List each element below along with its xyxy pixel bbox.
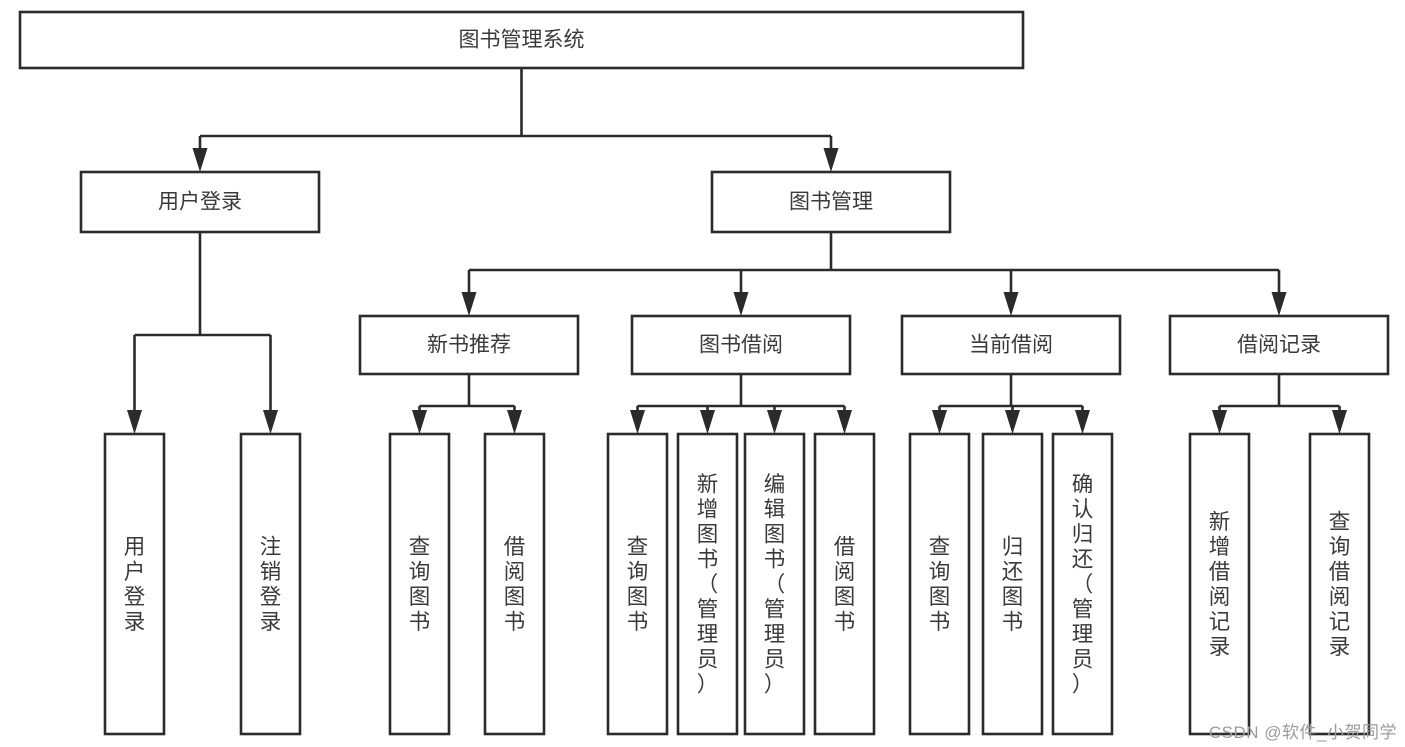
node-borrow-record[interactable]: 借阅记录 (1168, 314, 1390, 376)
connector-arrowhead (263, 410, 278, 434)
connector-arrowhead (1332, 410, 1347, 434)
node-label: 当前借阅 (969, 334, 1053, 357)
connector-arrowhead (700, 410, 715, 434)
connector-arrowhead (507, 410, 522, 434)
node-box (239, 432, 302, 736)
node-label: 图书借阅 (699, 334, 783, 357)
node-leaf-return-book[interactable]: 归还图书 (981, 432, 1044, 736)
connector-arrowhead (837, 410, 852, 434)
node-label: 查询图书 (929, 535, 951, 634)
node-label: 新书推荐 (427, 334, 511, 357)
connector-arrowhead (192, 148, 208, 172)
connector-arrowhead (127, 410, 142, 434)
node-current-borrow[interactable]: 当前借阅 (900, 314, 1122, 376)
node-box (79, 170, 321, 234)
connector-arrowhead (1005, 410, 1020, 434)
node-box (630, 314, 852, 376)
node-book-mgmt[interactable]: 图书管理 (710, 170, 952, 234)
node-leaf-add-book[interactable]: 新增图书（管理员） (676, 432, 739, 736)
node-label: 新增借阅记录 (1209, 510, 1231, 659)
connector-arrowhead (823, 148, 839, 172)
node-root[interactable]: 图书管理系统 (18, 10, 1025, 70)
node-box (18, 10, 1025, 70)
connector-arrowhead (1075, 410, 1090, 434)
node-label: 新增图书（管理员） (697, 473, 719, 697)
connector-layer (127, 68, 1347, 434)
connector-arrowhead (412, 410, 427, 434)
node-label: 借阅记录 (1237, 334, 1321, 357)
node-label: 归还图书 (1002, 535, 1024, 634)
node-leaf-edit-book[interactable]: 编辑图书（管理员） (743, 432, 806, 736)
node-user-login[interactable]: 用户登录 (79, 170, 321, 234)
node-new-book-rec[interactable]: 新书推荐 (358, 314, 580, 376)
node-label: 图书管理系统 (459, 29, 585, 52)
node-leaf-query-book-2[interactable]: 查询图书 (606, 432, 669, 736)
node-box (103, 432, 166, 736)
node-box (1188, 432, 1251, 736)
node-label: 用户登录 (158, 191, 242, 214)
connector-arrowhead (1212, 410, 1227, 434)
node-box (358, 314, 580, 376)
node-box (483, 432, 546, 736)
node-label: 注销登录 (260, 535, 282, 634)
node-box (743, 432, 806, 736)
node-box (900, 314, 1122, 376)
node-leaf-query-book-1[interactable]: 查询图书 (388, 432, 451, 736)
node-leaf-borrow-book-2[interactable]: 借阅图书 (813, 432, 876, 736)
csdn-watermark: CSDN @软件_小贺同学 (1208, 723, 1397, 742)
node-box (1051, 432, 1114, 736)
connector-arrowhead (461, 292, 477, 316)
node-box (606, 432, 669, 736)
node-label: 查询图书 (627, 535, 649, 634)
node-label: 查询借阅记录 (1329, 510, 1351, 659)
connector-arrowhead (630, 410, 645, 434)
node-box (388, 432, 451, 736)
node-box (676, 432, 739, 736)
connector-arrowhead (932, 410, 947, 434)
node-label: 用户登录 (124, 535, 146, 634)
node-layer: 图书管理系统用户登录图书管理新书推荐图书借阅当前借阅借阅记录用户登录注销登录查询… (18, 10, 1390, 736)
node-box (1308, 432, 1371, 736)
node-leaf-confirm-return[interactable]: 确认归还（管理员） (1051, 432, 1114, 736)
node-box (908, 432, 971, 736)
node-leaf-logout[interactable]: 注销登录 (239, 432, 302, 736)
node-leaf-add-record[interactable]: 新增借阅记录 (1188, 432, 1251, 736)
node-label: 图书管理 (789, 191, 873, 214)
node-label: 确认归还（管理员） (1072, 473, 1094, 697)
node-box (813, 432, 876, 736)
node-label: 借阅图书 (834, 535, 856, 634)
node-leaf-query-record[interactable]: 查询借阅记录 (1308, 432, 1371, 736)
node-book-borrow[interactable]: 图书借阅 (630, 314, 852, 376)
connector-arrowhead (733, 292, 749, 316)
node-label: 借阅图书 (504, 535, 526, 634)
node-label: 查询图书 (409, 535, 431, 634)
node-leaf-borrow-book-1[interactable]: 借阅图书 (483, 432, 546, 736)
connector-arrowhead (767, 410, 782, 434)
node-box (1168, 314, 1390, 376)
node-leaf-query-book-3[interactable]: 查询图书 (908, 432, 971, 736)
connector-arrowhead (1271, 292, 1287, 316)
node-box (710, 170, 952, 234)
node-leaf-user-login[interactable]: 用户登录 (103, 432, 166, 736)
node-label: 编辑图书（管理员） (764, 473, 786, 697)
connector-arrowhead (1003, 292, 1019, 316)
node-box (981, 432, 1044, 736)
